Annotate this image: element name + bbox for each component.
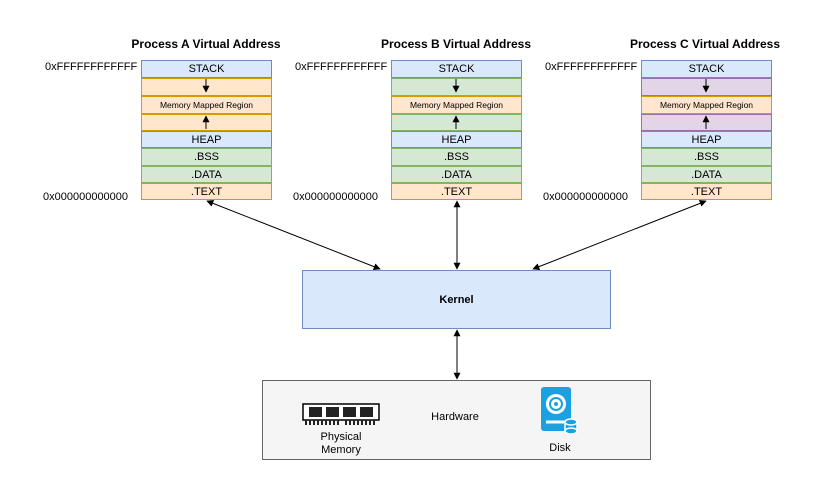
process-a-title: Process A Virtual Address	[131, 37, 281, 51]
text-segment: .TEXT	[141, 183, 272, 200]
process-b-low-address: 0x000000000000	[293, 191, 379, 203]
ram-chip-icon	[302, 403, 380, 425]
heap-segment: HEAP	[641, 131, 772, 148]
process-b-title: Process B Virtual Address	[380, 37, 532, 51]
physical-memory-label: Physical Memory	[320, 431, 362, 456]
process-a-low-address: 0x000000000000	[43, 191, 129, 203]
text-segment: .TEXT	[641, 183, 772, 200]
data-segment: .DATA	[391, 166, 522, 183]
stack-segment: STACK	[141, 60, 272, 78]
hard-disk-icon	[541, 387, 578, 435]
stack-segment: STACK	[391, 60, 522, 78]
disk-label: Disk	[549, 442, 571, 454]
kernel-box: Kernel	[302, 270, 611, 329]
data-segment: .DATA	[141, 166, 272, 183]
process-a-high-address: 0xFFFFFFFFFFFF	[45, 61, 138, 73]
heap-segment: HEAP	[391, 131, 522, 148]
bss-segment: .BSS	[641, 148, 772, 166]
process-c-title: Process C Virtual Address	[629, 37, 781, 51]
heap-segment: HEAP	[141, 131, 272, 148]
memory-mapped-region: Memory Mapped Region	[141, 96, 272, 114]
data-segment: .DATA	[641, 166, 772, 183]
process-c-kernel-arrow	[532, 200, 707, 270]
text-segment: .TEXT	[391, 183, 522, 200]
memory-mapped-region: Memory Mapped Region	[391, 96, 522, 114]
bss-segment: .BSS	[391, 148, 522, 166]
process-b-high-address: 0xFFFFFFFFFFFF	[295, 61, 388, 73]
kernel-label: Kernel	[439, 293, 474, 306]
process-c-low-address: 0x000000000000	[543, 191, 629, 203]
process-c-high-address: 0xFFFFFFFFFFFF	[545, 61, 638, 73]
memory-mapped-region: Memory Mapped Region	[641, 96, 772, 114]
hardware-label: Hardware	[431, 411, 479, 423]
process-a-kernel-arrow	[206, 200, 381, 270]
bss-segment: .BSS	[141, 148, 272, 166]
stack-segment: STACK	[641, 60, 772, 78]
